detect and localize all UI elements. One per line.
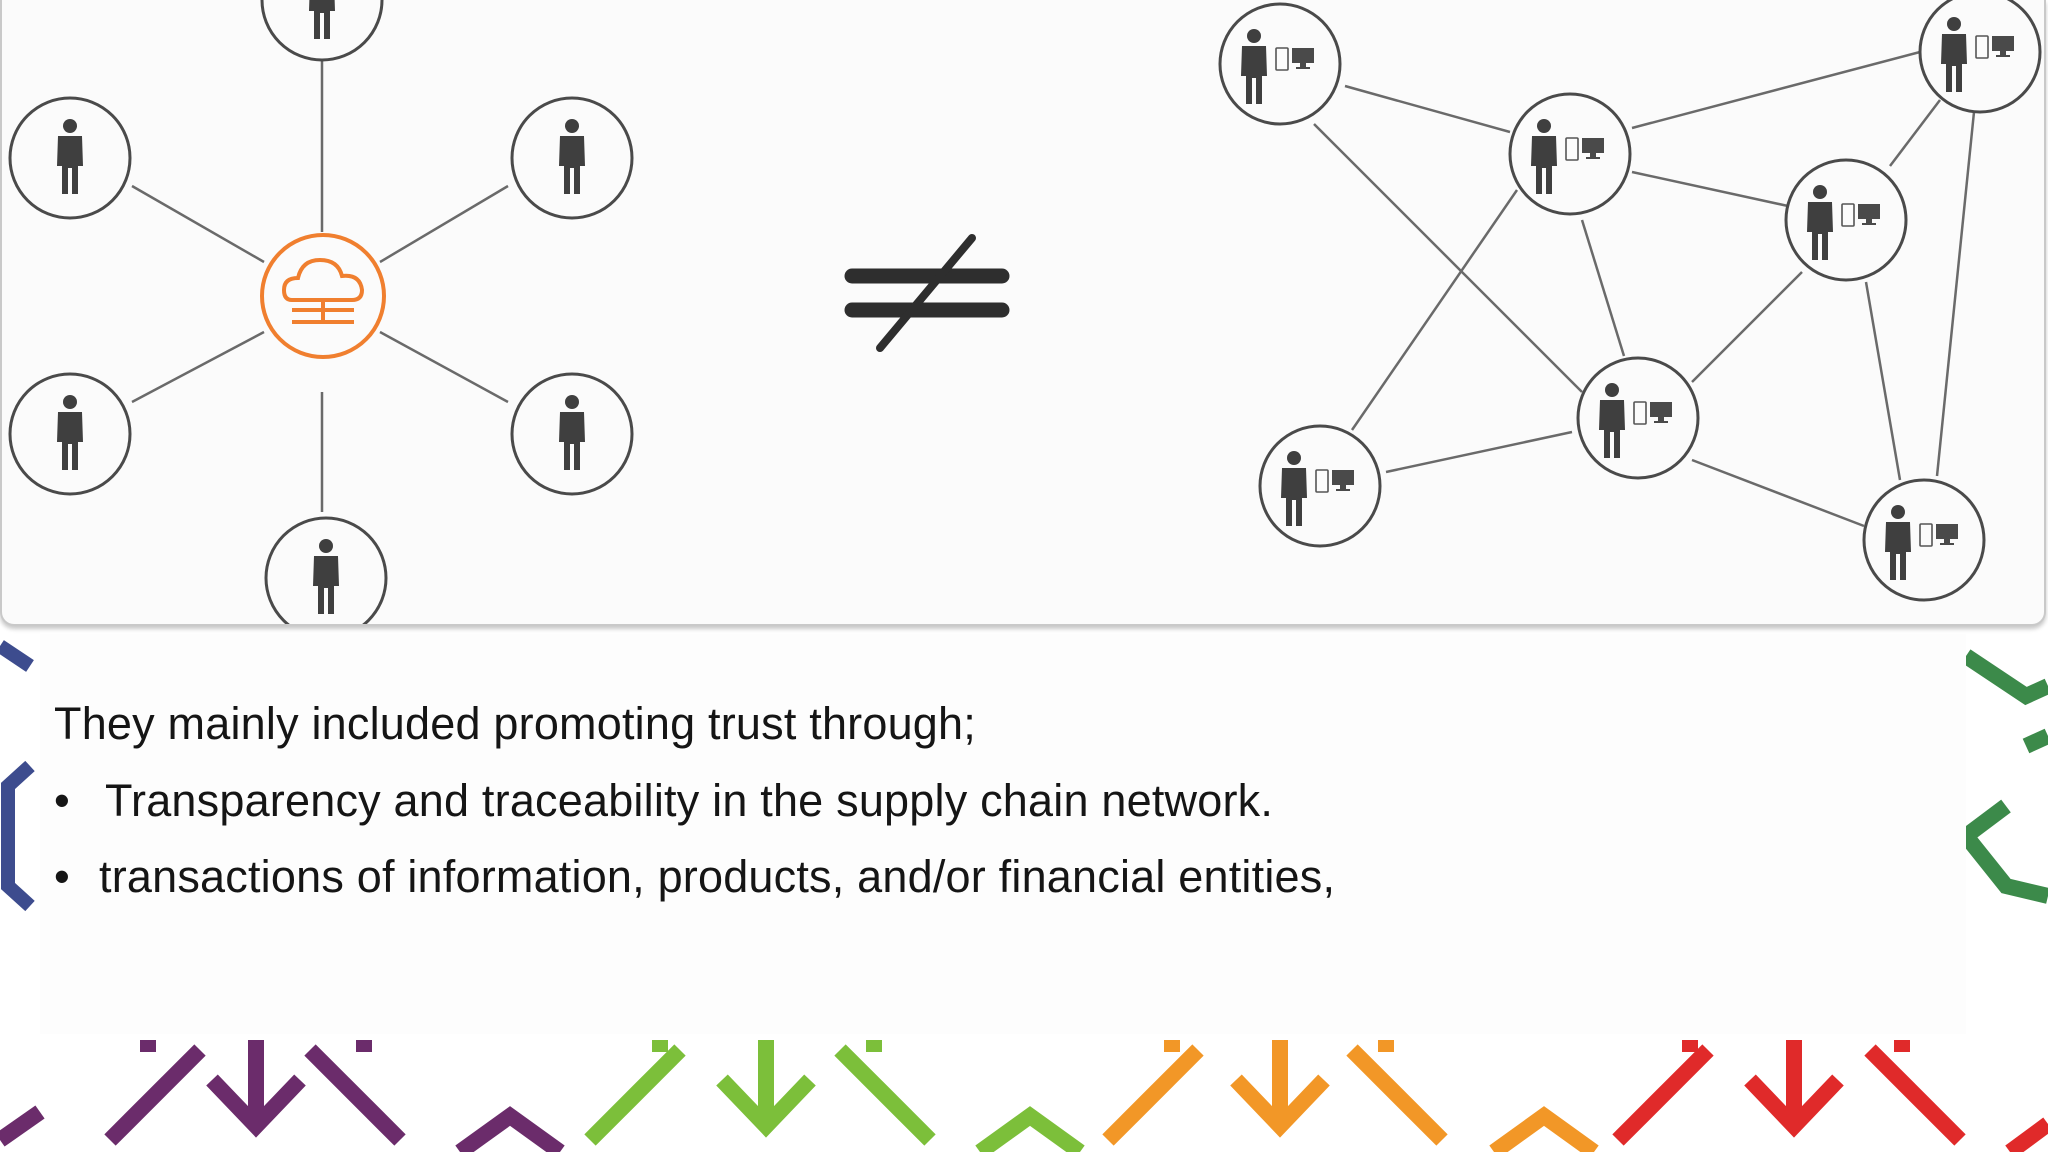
- person-node: [264, 516, 388, 624]
- hub-spokes: [131, 60, 509, 512]
- peer-node: [1218, 2, 1342, 126]
- not-equal-icon: [844, 234, 1010, 352]
- right-chevron-decoration: [1966, 649, 2048, 904]
- bullet-icon: •: [54, 775, 70, 826]
- left-chevron-decoration: [0, 640, 35, 912]
- person-node: [8, 96, 132, 220]
- peer-node: [1508, 92, 1632, 216]
- peer-node: [1918, 0, 2042, 114]
- bottom-arrow-band: [0, 1040, 2048, 1152]
- person-node: [510, 372, 634, 496]
- peer-node: [1576, 356, 1700, 480]
- peer-node: [1258, 424, 1382, 548]
- bullet-text: transactions of information, products, a…: [99, 851, 1336, 902]
- bullet-item: • Transparency and traceability in the su…: [54, 775, 1273, 827]
- bullet-icon: •: [54, 851, 70, 902]
- person-node: [510, 96, 634, 220]
- person-node: [260, 0, 384, 62]
- cloud-network-icon: [260, 233, 386, 359]
- intro-text: They mainly included promoting trust thr…: [54, 698, 976, 749]
- bullet-item: • transactions of information, products, …: [54, 851, 1335, 903]
- network-comparison-figure: [0, 0, 2046, 626]
- peer-node: [1862, 478, 1986, 602]
- network-diagram: [8, 0, 2042, 624]
- peer-links: [1313, 50, 1976, 528]
- person-node: [8, 372, 132, 496]
- bullet-text: Transparency and traceability in the sup…: [105, 775, 1274, 826]
- slide-text-area: They mainly included promoting trust thr…: [40, 634, 1966, 1034]
- peer-node: [1784, 158, 1908, 282]
